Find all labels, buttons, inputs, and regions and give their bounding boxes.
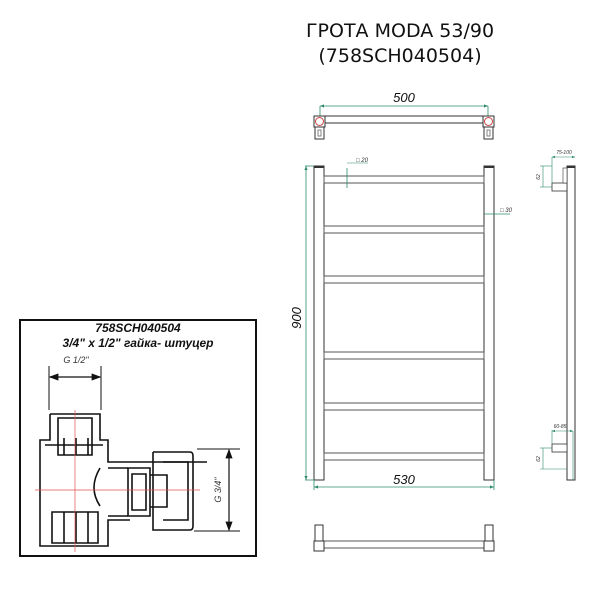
fitting-detail-box: 758SCH040504 3/4" x 1/2" гайка- штуцер G… [19,319,257,557]
rail-profile-label: □ 20 [356,158,369,164]
top-width-dim: 500 [393,90,415,105]
fitting-description: 3/4" x 1/2" гайка- штуцер [63,336,214,350]
product-article: (758SCH040504) [318,45,482,67]
top-bracket-height-dim: 62 [536,174,542,180]
top-view: 500 [313,90,495,140]
bottom-offset-dim: 60-85 [554,424,567,430]
bottom-bracket-height-dim: 62 [536,456,542,462]
fitting-side-dim: G 3/4" [213,477,223,503]
bottom-view [313,524,495,552]
product-title: ГРОТА MODA 53/90 [305,20,495,42]
side-view: 75-100 62 60-85 62 [536,150,576,481]
front-width-dim: 530 [393,472,415,487]
fitting-top-dim: G 1/2" [63,355,89,365]
post-profile-label: □ 30 [500,208,513,214]
height-dim: 900 [289,306,304,328]
front-view: 900 530 □ 20 □ 30 [289,158,513,490]
top-offset-dim: 75-100 [556,150,572,156]
fitting-article: 758SCH040504 [95,321,181,335]
